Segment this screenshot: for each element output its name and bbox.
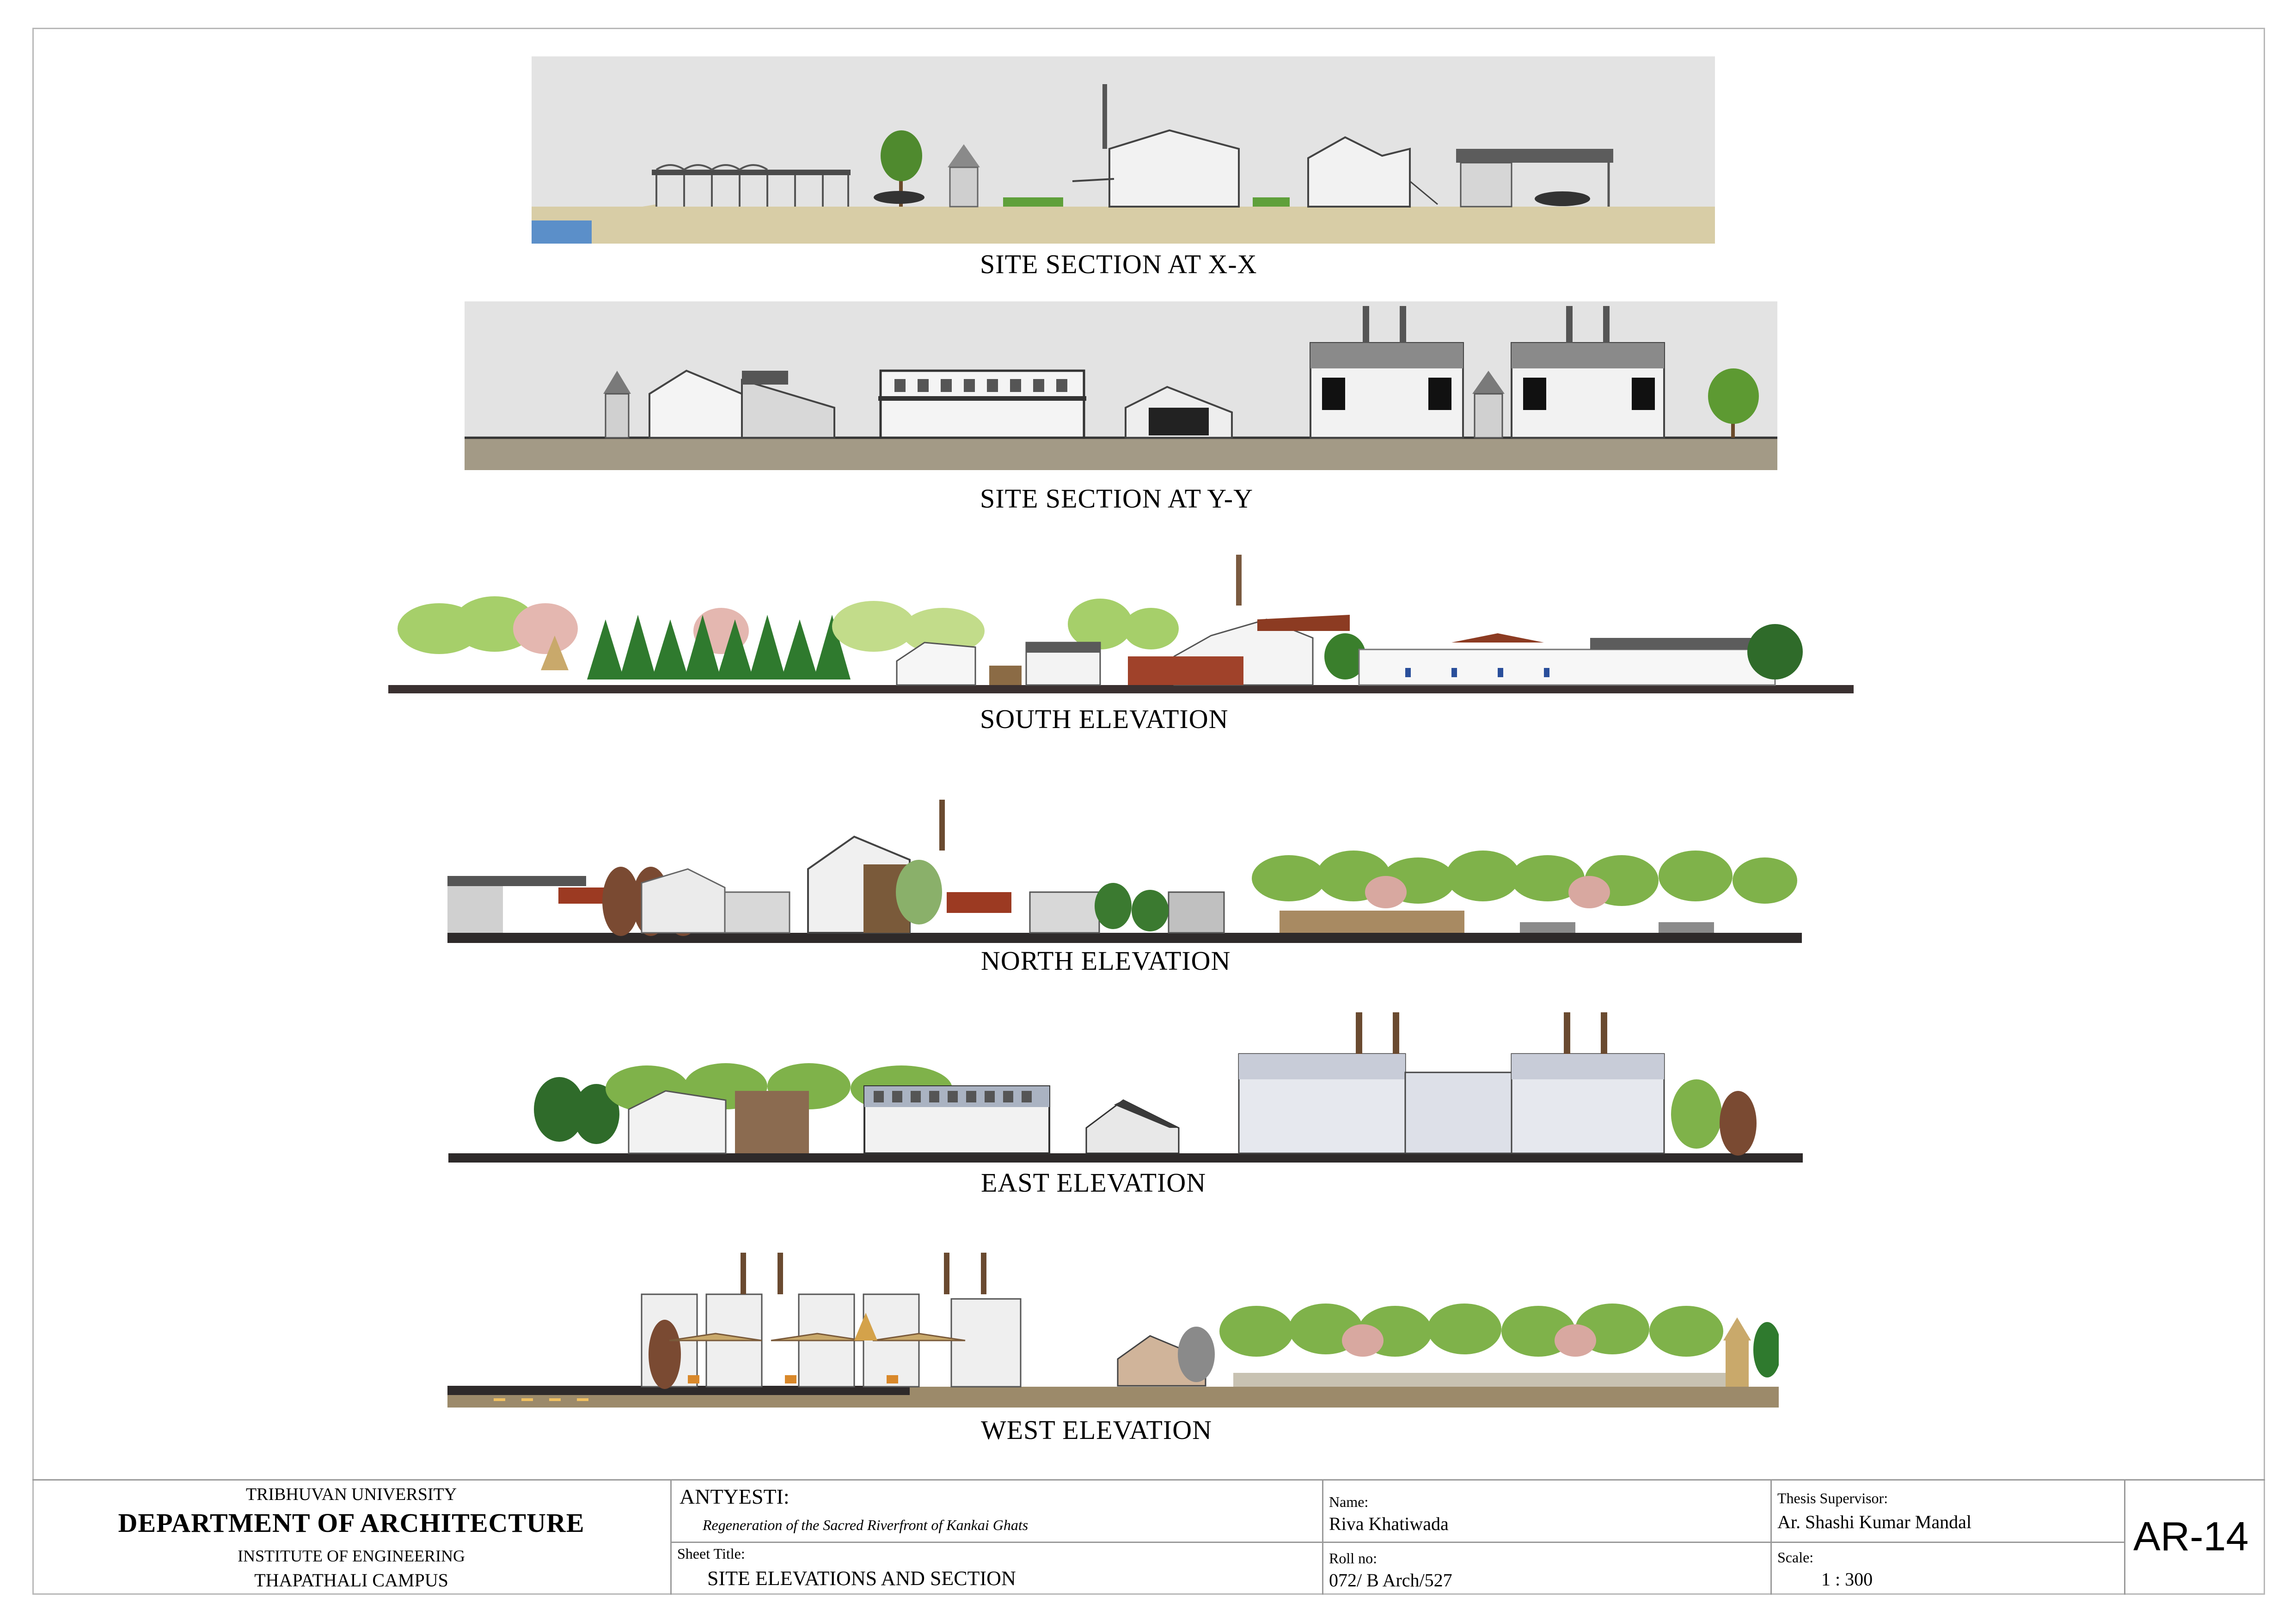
sheet-border [32, 28, 2265, 1595]
south-elevation-caption: SOUTH ELEVATION [980, 704, 1229, 734]
east-elevation-caption: EAST ELEVATION [981, 1168, 1206, 1198]
sheet-title-label: Sheet Title: [677, 1545, 745, 1562]
project-subtitle: Regeneration of the Sacred Riverfront of… [703, 1517, 1029, 1533]
roll-number: 072/ B Arch/527 [1329, 1570, 1452, 1591]
scale-label: Scale: [1777, 1549, 1814, 1566]
institute-name: INSTITUTE OF ENGINEERING [238, 1547, 465, 1565]
university-name: TRIBHUVAN UNIVERSITY [245, 1485, 457, 1504]
site-section-yy-caption: SITE SECTION AT Y-Y [980, 484, 1253, 514]
student-name: Riva Khatiwada [1329, 1513, 1449, 1534]
scale-value: 1 : 300 [1821, 1569, 1873, 1590]
supervisor-name: Ar. Shashi Kumar Mandal [1777, 1512, 1971, 1532]
site-section-yy-drawing [465, 301, 1777, 470]
title-block: TRIBHUVAN UNIVERSITY DEPARTMENT OF ARCHI… [32, 1479, 2265, 1595]
campus-name: THAPATHALI CAMPUS [254, 1570, 448, 1591]
west-elevation-caption: WEST ELEVATION [981, 1415, 1212, 1445]
supervisor-label: Thesis Supervisor: [1777, 1490, 1888, 1506]
roll-label: Roll no: [1329, 1550, 1378, 1567]
south-elevation-drawing [388, 550, 1854, 693]
north-elevation-caption: NORTH ELEVATION [981, 946, 1231, 976]
north-elevation-drawing [447, 800, 1802, 943]
sheet-number: AR-14 [2133, 1513, 2249, 1559]
site-section-xx-caption: SITE SECTION AT X-X [980, 249, 1257, 279]
project-title: ANTYESTI: [680, 1485, 790, 1508]
site-section-xx-drawing [532, 56, 1715, 244]
west-elevation-drawing [447, 1248, 1779, 1408]
department-name: DEPARTMENT OF ARCHITECTURE [118, 1508, 585, 1538]
name-label: Name: [1329, 1493, 1369, 1510]
sheet-title: SITE ELEVATIONS AND SECTION [707, 1567, 1016, 1590]
east-elevation-drawing [448, 1012, 1803, 1163]
